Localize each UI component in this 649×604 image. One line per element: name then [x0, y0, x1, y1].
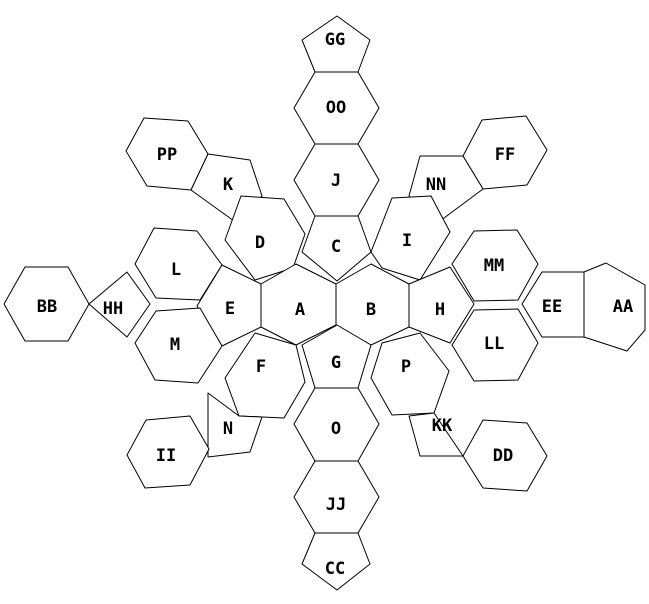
- face-label-pp: PP: [157, 145, 177, 165]
- face-label-cc: CC: [325, 559, 345, 579]
- face-cc-pentagon: [301, 532, 371, 591]
- face-label-e: E: [225, 299, 235, 319]
- face-label-n: N: [223, 419, 233, 439]
- face-mm-hexagon: [451, 229, 539, 302]
- face-label-ll: LL: [484, 334, 504, 354]
- face-label-i: I: [402, 231, 412, 251]
- face-label-f: F: [256, 357, 266, 377]
- face-label-g: G: [331, 353, 341, 373]
- face-label-jj: JJ: [326, 495, 346, 515]
- face-label-m: M: [170, 335, 180, 355]
- face-bb-hexagon: [3, 266, 90, 342]
- face-label-ee: EE: [542, 297, 562, 317]
- face-ii-hexagon: [126, 415, 210, 489]
- face-label-aa: AA: [613, 297, 633, 317]
- face-label-oo: OO: [326, 98, 346, 118]
- face-hh-pentagon: [88, 271, 151, 338]
- face-dd-hexagon: [462, 419, 548, 492]
- face-ll-hexagon: [451, 308, 539, 382]
- face-c-pentagon: [301, 215, 372, 282]
- face-l-hexagon: [134, 227, 223, 301]
- face-e-pentagon: [196, 264, 262, 347]
- face-label-j: J: [331, 171, 341, 191]
- face-label-k: K: [223, 175, 234, 195]
- face-label-bb: BB: [37, 297, 57, 317]
- face-label-ii: II: [156, 446, 176, 466]
- face-label-o: O: [331, 419, 341, 439]
- face-f-hexagon: [224, 332, 306, 419]
- face-label-l: L: [171, 260, 181, 280]
- face-label-p: P: [401, 357, 411, 377]
- face-aa-hexagon: [583, 262, 646, 352]
- face-label-nn: NN: [426, 175, 446, 195]
- face-label-c: C: [331, 237, 341, 257]
- face-m-hexagon: [134, 307, 223, 384]
- face-label-gg: GG: [325, 30, 345, 50]
- face-label-ff: FF: [495, 145, 515, 165]
- face-label-hh: HH: [103, 299, 123, 319]
- face-label-d: D: [255, 233, 265, 253]
- face-label-mm: MM: [484, 256, 504, 276]
- face-h-pentagon: [408, 266, 475, 344]
- face-label-dd: DD: [493, 446, 513, 466]
- face-label-h: H: [435, 300, 445, 320]
- face-label-b: B: [366, 300, 376, 320]
- face-label-a: A: [295, 300, 305, 320]
- face-label-kk: KK: [432, 416, 453, 436]
